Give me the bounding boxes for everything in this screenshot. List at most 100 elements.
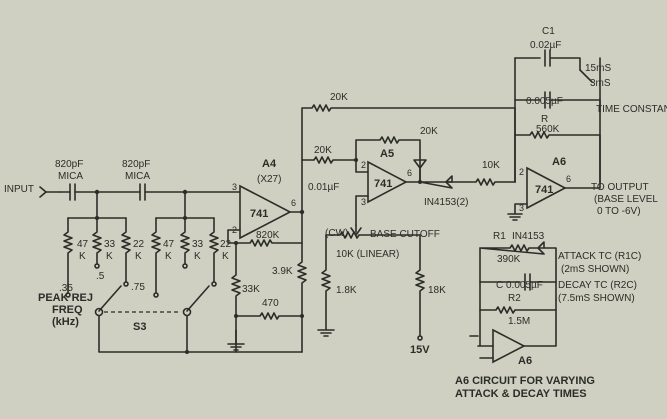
pot-r-right: [415, 234, 425, 337]
a4-chip: 741: [250, 208, 268, 220]
a6-c1-name: C1: [542, 26, 555, 37]
aux-r2-value: 1.5M: [508, 316, 530, 327]
a6-tc-switch[interactable]: [579, 69, 593, 83]
res-left-3-value: 22: [133, 239, 145, 250]
a6-chip: 741: [535, 184, 553, 196]
c1-type: MICA: [58, 171, 83, 182]
res-right-1-value: 47: [163, 239, 175, 250]
a6-c2-value: 0.005µF: [526, 96, 563, 107]
a4-name: A4: [262, 158, 277, 170]
a5-chip: 741: [374, 178, 392, 190]
a6-pin-6: 6: [566, 174, 571, 184]
tap-t2-label: .5: [96, 271, 105, 282]
res-right-1-unit: K: [165, 251, 172, 262]
switch-s3-right-wiper[interactable]: [186, 285, 210, 312]
a6-tc-label: TIME CONSTANT: [596, 104, 667, 115]
a6-stage: C1 0.02µF 15mS 3mS 0.005µF TIME CONSTANT…: [507, 26, 667, 221]
a4-ground: [227, 329, 245, 351]
pot-value: 10K (LINEAR): [336, 249, 399, 260]
pot-label: BASE CUTOFF: [370, 229, 440, 240]
a4-r-bias: [231, 242, 241, 353]
aux-r1-name: R1: [493, 231, 506, 242]
peak-rej-label-1: PEAK REJ: [38, 292, 93, 304]
peak-rej-label-3: (kHz): [52, 316, 79, 328]
tap-t1: [65, 292, 71, 298]
a6-pin-3: 3: [519, 203, 524, 213]
res-right-3-unit: K: [222, 251, 229, 262]
a6-rfb-name: R: [541, 114, 548, 125]
a6-rfb-value: 560K: [536, 124, 560, 135]
aux-cap: C 0.005µF: [496, 280, 543, 291]
input-section: INPUT 820pF MICA 820pF MICA 47 K 33 K 22…: [4, 159, 303, 354]
c1-value: 820pF: [55, 159, 83, 170]
a6-opamp: [526, 166, 567, 210]
a6-c2: [514, 91, 601, 113]
a5-r-top: [301, 104, 516, 213]
res-left-2: [92, 217, 102, 265]
a4-pin-3: 3: [232, 182, 237, 192]
a4-pin-6: 6: [291, 198, 296, 208]
a6-c1-value: 0.02µF: [530, 40, 561, 51]
c2-value: 820pF: [122, 159, 150, 170]
aux-attack-1: ATTACK TC (R1C): [558, 251, 641, 262]
tap-t2: [94, 263, 100, 269]
a6-output-1: TO OUTPUT: [591, 182, 649, 193]
a4-r-gain: [297, 211, 307, 353]
a6-pin-2: 2: [519, 167, 524, 177]
res-left-2-value: 33: [104, 239, 116, 250]
aux-decay-1: DECAY TC (R2C): [558, 280, 637, 291]
res-left-1-unit: K: [79, 251, 86, 262]
aux-diode: IN4153: [512, 231, 545, 242]
caption-line-2: ATTACK & DECAY TIMES: [455, 388, 587, 400]
a6-output-3: 0 TO -6V): [597, 206, 641, 217]
res-left-3-unit: K: [135, 251, 142, 262]
a4-rfb-label: 820K: [256, 230, 280, 241]
a5-rfb-label: 20K: [420, 126, 438, 137]
switch-s3-right-pivot: [182, 307, 192, 317]
pot-rleft-label: 1.8K: [336, 285, 357, 296]
pot-base-cutoff[interactable]: [325, 231, 421, 239]
pot-cw-label: (CW): [325, 228, 348, 239]
a6-name: A6: [552, 156, 566, 168]
a6-r-feedback: [514, 131, 601, 183]
a4-rseries-label: 470: [262, 298, 279, 309]
a4-rgain-label: 3.9K: [272, 266, 293, 277]
peak-rej-label-2: FREQ: [52, 304, 83, 316]
a5-rin-label: 20K: [314, 145, 332, 156]
res-right-2-unit: K: [194, 251, 201, 262]
aux-attack-2: (2mS SHOWN): [561, 264, 629, 275]
res-left-2-unit: K: [106, 251, 113, 262]
coupling-cap-label: 0.01µF: [308, 182, 339, 193]
a4-gain: (X27): [257, 174, 281, 185]
input-label: INPUT: [4, 184, 34, 195]
caption-line-1: A6 CIRCUIT FOR VARYING: [455, 375, 595, 387]
tap-t3-label: .75: [131, 282, 145, 293]
aux-circuit: R1 IN4153 390K ATTACK TC (R1C) (2mS SHOW…: [455, 231, 641, 400]
aux-r1-value: 390K: [497, 254, 521, 265]
a6-output-2: (BASE LEVEL: [594, 194, 658, 205]
pot-rright-label: 18K: [428, 285, 446, 296]
a6-c1: [514, 49, 581, 71]
switch-s3-left-pivot: [94, 307, 104, 317]
a5-stage: 20K 0.01µF 20K 741 A5 2 6 3 20K IN4153(2…: [301, 92, 516, 356]
res-left-1: [63, 217, 73, 294]
supply-label: 15V: [410, 344, 430, 356]
a4-opamp: [239, 184, 292, 240]
a5-name: A5: [380, 148, 394, 160]
a5-diode-label: IN4153(2): [424, 197, 468, 208]
switch-s3-label: S3: [133, 321, 146, 333]
a5-pin-6: 6: [407, 168, 412, 178]
res-right-2: [180, 217, 190, 265]
res-left-3: [121, 217, 131, 283]
a5-diode-a: [413, 159, 427, 183]
a5-pin-3: 3: [361, 197, 366, 207]
res-right-3: [209, 217, 219, 283]
a5-rtop-label: 20K: [330, 92, 348, 103]
pot-r-left: [317, 234, 335, 337]
res-right-2-value: 33: [192, 239, 204, 250]
res-right-1: [151, 217, 161, 294]
switch-s3-left-wiper[interactable]: [98, 285, 122, 312]
aux-r2-name: R2: [508, 293, 521, 304]
aux-decay-2: (7.5mS SHOWN): [558, 293, 635, 304]
